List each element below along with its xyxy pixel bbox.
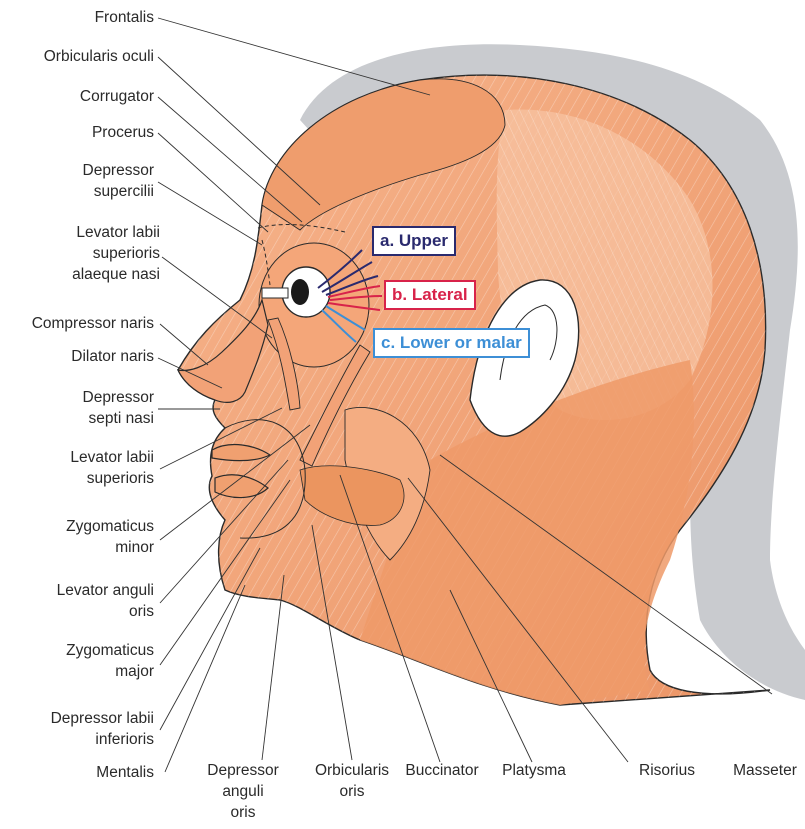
lower-branch-label: c. Lower or malar: [373, 328, 530, 358]
label-platysma: Platysma: [496, 760, 572, 781]
label-frontalis: Frontalis: [95, 7, 154, 28]
label-procerus: Procerus: [92, 122, 154, 143]
iris: [291, 279, 309, 305]
eyelid-retractor: [262, 288, 288, 298]
lateral-branch-label: b. Lateral: [384, 280, 476, 310]
label-orbicularis-oculi: Orbicularis oculi: [44, 46, 154, 67]
upper-branch-label: a. Upper: [372, 226, 456, 256]
label-corrugator: Corrugator: [80, 86, 154, 107]
label-dilator-naris: Dilator naris: [71, 346, 154, 367]
label-mentalis: Mentalis: [96, 762, 154, 783]
label-buccinator: Buccinator: [400, 760, 484, 781]
label-risorius: Risorius: [630, 760, 704, 781]
label-masseter: Masseter: [726, 760, 804, 781]
label-compressor-naris: Compressor naris: [32, 313, 154, 334]
